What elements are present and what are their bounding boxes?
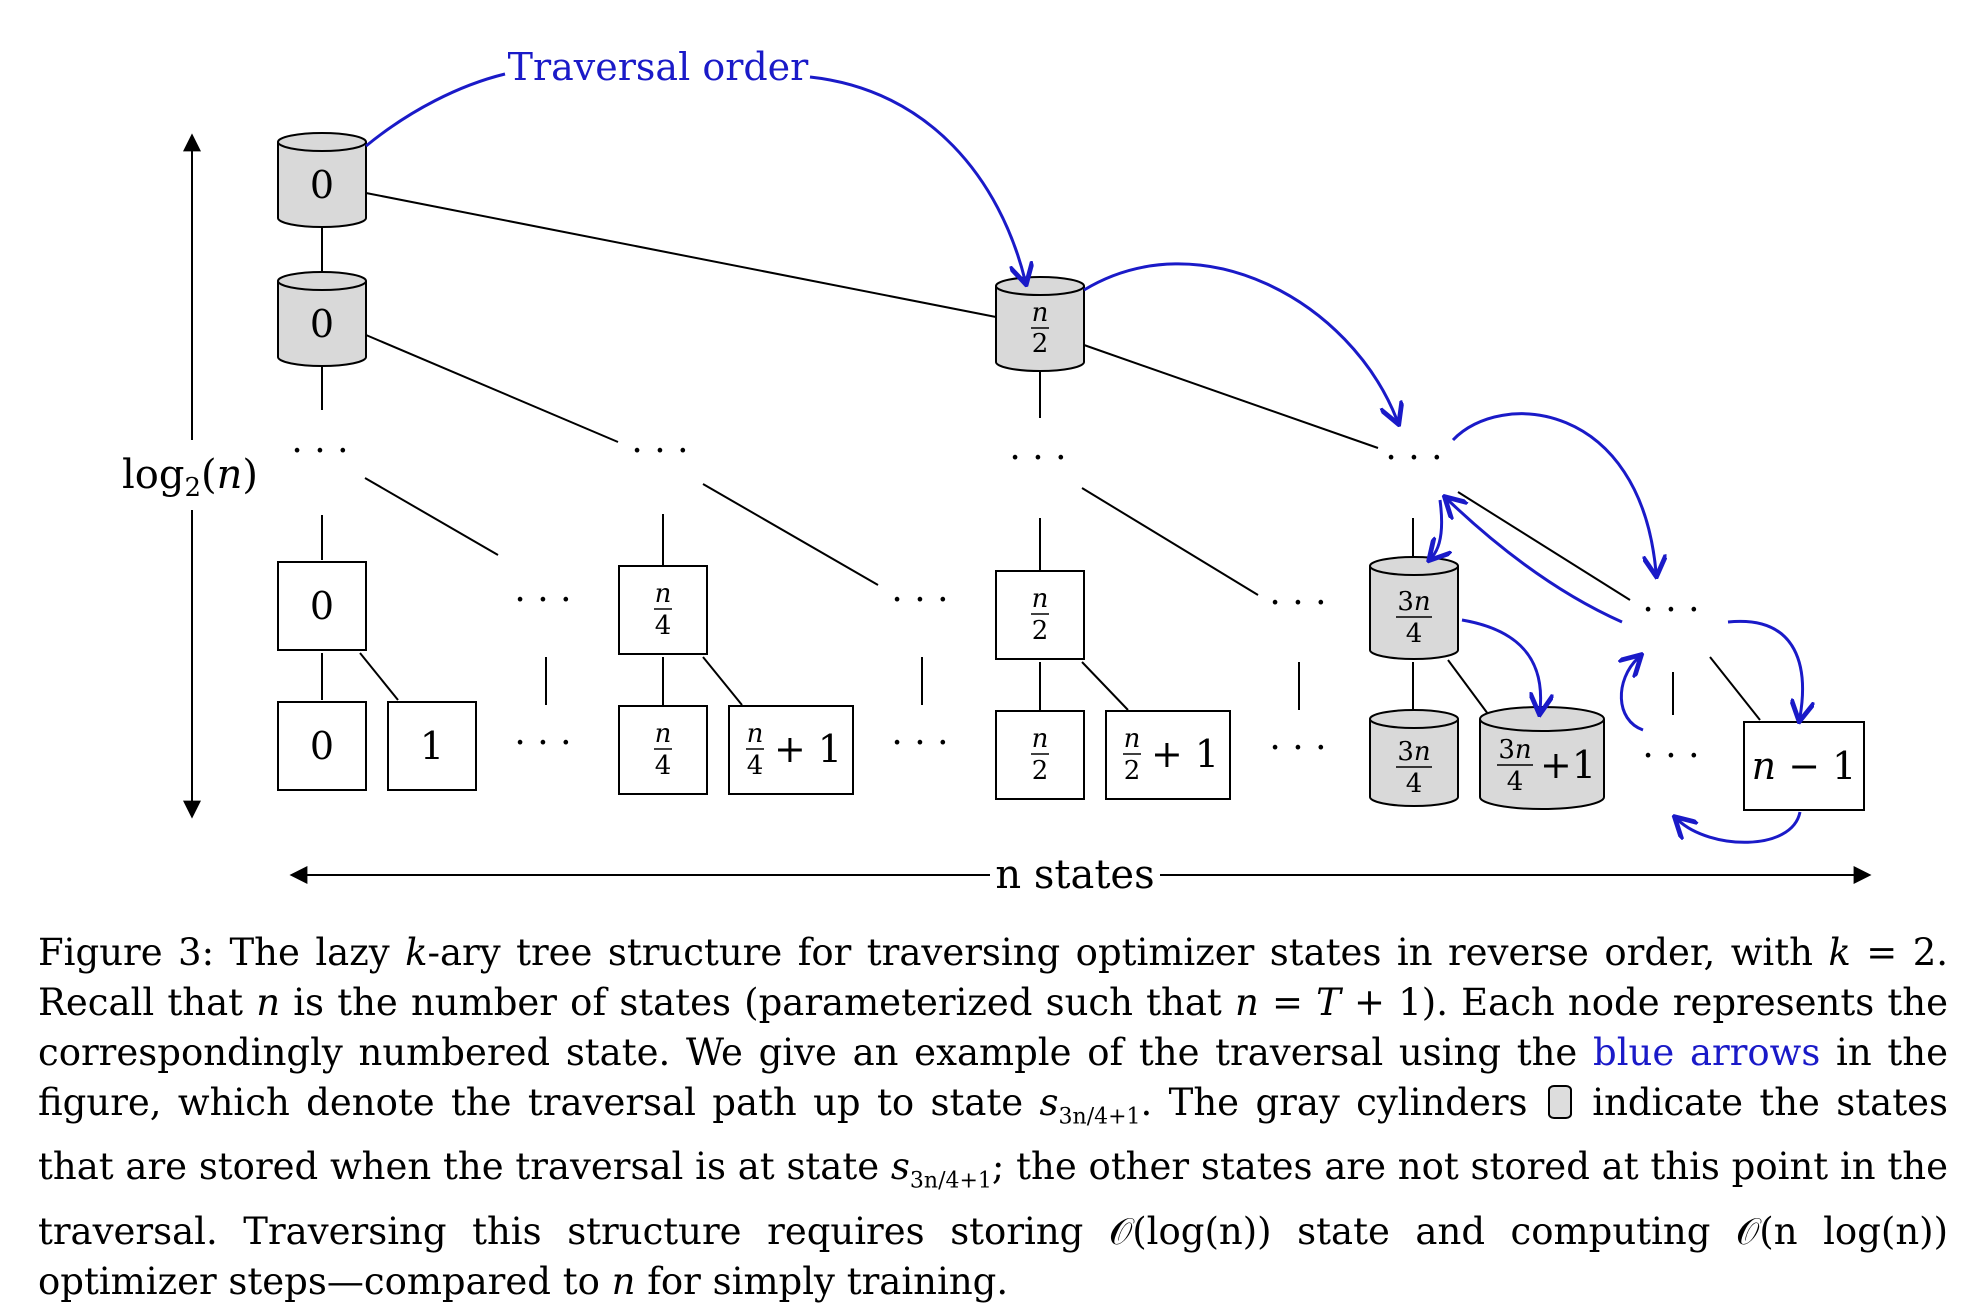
leaf-box-zero: 0 [277, 701, 367, 791]
caption-text: = 2. Recall that [38, 931, 1948, 1024]
dots: · · · [891, 580, 948, 621]
caption-text: + 1). Each node represents the correspon… [38, 981, 1948, 1074]
leaf-box-n2-plus-1: n 2 + 1 [1105, 710, 1231, 800]
caption-text: = [1258, 981, 1317, 1024]
svg-text:4: 4 [1507, 767, 1524, 797]
cylinder-leaf-3n4: 3n 4 [1369, 709, 1459, 807]
svg-text:4: 4 [1406, 769, 1423, 799]
caption-math: 𝒪(log(n)) [1108, 1209, 1272, 1253]
svg-text:n: n [1032, 298, 1049, 328]
svg-text:2: 2 [1032, 756, 1049, 786]
svg-text:4: 4 [1406, 619, 1423, 649]
svg-text:2: 2 [1032, 329, 1049, 359]
svg-text:2: 2 [1124, 756, 1141, 786]
svg-text:+ 1: + 1 [774, 727, 842, 771]
leaf-box-n4: n 4 [618, 705, 708, 795]
caption-text: indicate the states that are stored when… [38, 1081, 1948, 1189]
blue-arrows [365, 72, 1802, 844]
box-n2: n 2 [995, 570, 1085, 660]
dots: · · · [1642, 590, 1699, 631]
caption-text: -ary tree structure for traversing optim… [427, 931, 1829, 974]
svg-text:+ 1: + 1 [1151, 732, 1219, 776]
ellipsis-group: · · · · · · · · · · · · · · · · · · · · … [291, 431, 1699, 777]
svg-text:0: 0 [310, 302, 334, 346]
caption-var: n [1234, 981, 1259, 1024]
caption-math: 𝒪(n log(n)) [1735, 1209, 1949, 1253]
y-axis-label: log2(n) [122, 452, 258, 503]
dots: · · · [1009, 438, 1066, 479]
caption-var: n [256, 981, 281, 1024]
cylinder-top-zero: 0 [277, 132, 367, 228]
caption-text: in the figure, which denote the traversa… [38, 1031, 1949, 1124]
cylinder-leaf-3n4-plus-1: 3n 4 +1 [1479, 706, 1605, 810]
leaf-box-one: 1 [387, 701, 477, 791]
caption-text: for simply training. [635, 1259, 1009, 1303]
tree-edges [321, 192, 1761, 721]
caption-var: k [1828, 931, 1851, 974]
caption-text: optimizer steps—compared to [38, 1259, 612, 1303]
caption-var: s [890, 1145, 910, 1189]
svg-text:n: n [1032, 584, 1049, 614]
svg-text:4: 4 [747, 751, 764, 781]
caption-subscript: 3n/4+1 [909, 1168, 992, 1194]
leaf-box-n4-plus-1: n 4 + 1 [728, 705, 854, 795]
box-n4: n 4 [618, 565, 708, 655]
svg-text:n: n [655, 579, 672, 609]
caption-blue-arrows: blue arrows [1593, 1031, 1821, 1074]
svg-text:0: 0 [310, 724, 334, 768]
cylinder-icon [1547, 1085, 1572, 1119]
dots: · · · [514, 580, 571, 621]
tree-diagram: log2(n) n states · · · · · · · · · · · ·… [122, 45, 1872, 898]
dots: · · · [514, 723, 571, 764]
x-axis-label: n states [995, 852, 1154, 898]
caption-text: is the number of states (parameterized s… [280, 981, 1235, 1024]
dots: · · · [1269, 728, 1326, 769]
cylinder-half: n 2 [995, 276, 1085, 372]
svg-text:3n: 3n [1498, 735, 1531, 765]
caption-text: state and computing [1271, 1209, 1736, 1253]
svg-text:2: 2 [1032, 616, 1049, 646]
dots: · · · [1385, 438, 1442, 479]
dots: · · · [891, 723, 948, 764]
caption-var: n [611, 1259, 636, 1303]
traversal-label: Traversal order [508, 45, 810, 89]
svg-text:n − 1: n − 1 [1752, 744, 1857, 788]
svg-text:0: 0 [310, 163, 334, 207]
svg-text:n: n [747, 719, 764, 749]
dots: · · · [1269, 583, 1326, 624]
figure-caption: Figure 3: The lazy k-ary tree structure … [38, 928, 1948, 1307]
svg-text:0: 0 [310, 584, 334, 628]
caption-text: ; the other states are not stored at thi… [38, 1145, 1948, 1253]
caption-var: T [1316, 981, 1341, 1024]
svg-text:n: n [1032, 724, 1049, 754]
box-zero: 0 [277, 561, 367, 651]
caption-var: s [1039, 1081, 1059, 1124]
svg-text:+1: +1 [1540, 743, 1596, 787]
caption-text: . The gray cylinders [1140, 1081, 1544, 1124]
caption-var: k [405, 931, 428, 974]
dots: · · · [1642, 736, 1699, 777]
caption-subscript: 3n/4+1 [1058, 1104, 1141, 1130]
dots: · · · [631, 431, 688, 472]
svg-text:n: n [655, 719, 672, 749]
svg-text:3n: 3n [1397, 737, 1430, 767]
svg-text:n: n [1124, 724, 1141, 754]
dots: · · · [291, 431, 348, 472]
cylinder-3n4: 3n 4 [1369, 556, 1459, 660]
svg-text:4: 4 [655, 751, 672, 781]
svg-text:3n: 3n [1397, 587, 1430, 617]
svg-text:4: 4 [655, 611, 672, 641]
cylinder-second-zero: 0 [277, 271, 367, 367]
caption-text: Figure 3: The lazy [38, 931, 406, 974]
leaf-box-n2: n 2 [995, 710, 1085, 800]
svg-text:1: 1 [420, 724, 444, 768]
leaf-box-n-minus-1: n − 1 [1743, 721, 1865, 811]
